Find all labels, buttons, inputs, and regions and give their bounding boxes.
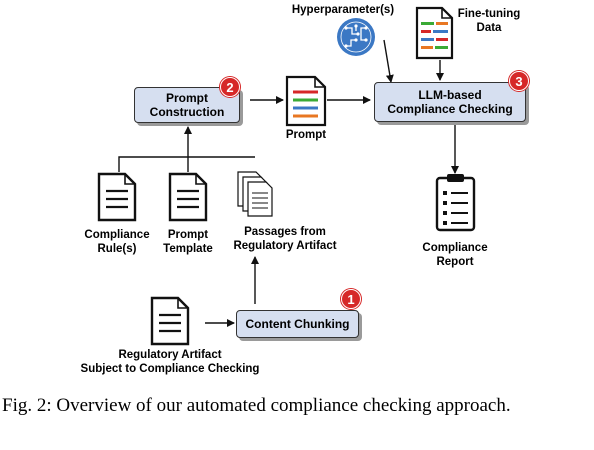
figure-caption: Fig. 2: Overview of our automated compli…	[2, 395, 511, 416]
llm-checking-label-2: Compliance Checking	[387, 102, 513, 116]
regulatory-artifact-label-1: Regulatory Artifact	[118, 349, 222, 361]
compliance-report-label-1: Compliance	[422, 242, 488, 254]
passages-documents-icon	[237, 171, 273, 217]
llm-checking-label-1: LLM-based	[418, 88, 482, 102]
bracket-inputs	[118, 156, 255, 172]
compliance-rules-label-2: Rule(s)	[97, 243, 137, 255]
finetuning-label: Fine-tuning Data	[454, 7, 524, 35]
passages-label-2: Regulatory Artifact	[233, 240, 337, 252]
prompt-construction-label-1: Prompt	[165, 91, 208, 105]
compliance-rules-icon	[97, 172, 137, 222]
prompt-template-label-1: Prompt	[167, 229, 209, 241]
compliance-report-label: Compliance Report	[410, 241, 500, 269]
prompt-template-icon	[168, 172, 208, 222]
compliance-report-icon	[435, 174, 476, 232]
prompt-template-label: Prompt Template	[148, 228, 228, 256]
passages-label: Passages from Regulatory Artifact	[222, 225, 348, 253]
prompt-document-icon	[285, 75, 327, 127]
hyperparameter-label: Hyperparameter(s)	[291, 4, 395, 16]
passages-label-1: Passages from	[244, 226, 326, 238]
finetuning-label-2: Data	[476, 22, 502, 34]
compliance-rules-label-1: Compliance	[84, 229, 150, 241]
step-2-badge: 2	[220, 77, 240, 97]
content-chunking-box: Content Chunking	[236, 310, 359, 338]
regulatory-artifact-icon	[150, 296, 190, 346]
connector-lines	[118, 39, 459, 327]
diagram-canvas	[97, 6, 476, 346]
regulatory-artifact-label-2: Subject to Compliance Checking	[80, 363, 260, 375]
regulatory-artifact-label: Regulatory Artifact Subject to Complianc…	[70, 348, 270, 376]
hyperparameter-icon	[337, 18, 375, 56]
prompt-label: Prompt	[285, 129, 327, 141]
prompt-construction-label-2: Construction	[149, 105, 225, 119]
step-1-badge: 1	[341, 289, 361, 309]
finetuning-data-icon	[415, 6, 454, 60]
step-3-badge: 3	[509, 71, 529, 91]
arrow-hyperparam-to-llm	[383, 39, 394, 83]
prompt-template-label-2: Template	[163, 243, 213, 255]
content-chunking-label: Content Chunking	[245, 317, 350, 331]
compliance-rules-label: Compliance Rule(s)	[62, 228, 172, 256]
compliance-report-label-2: Report	[436, 256, 474, 268]
finetuning-label-1: Fine-tuning	[457, 8, 521, 20]
